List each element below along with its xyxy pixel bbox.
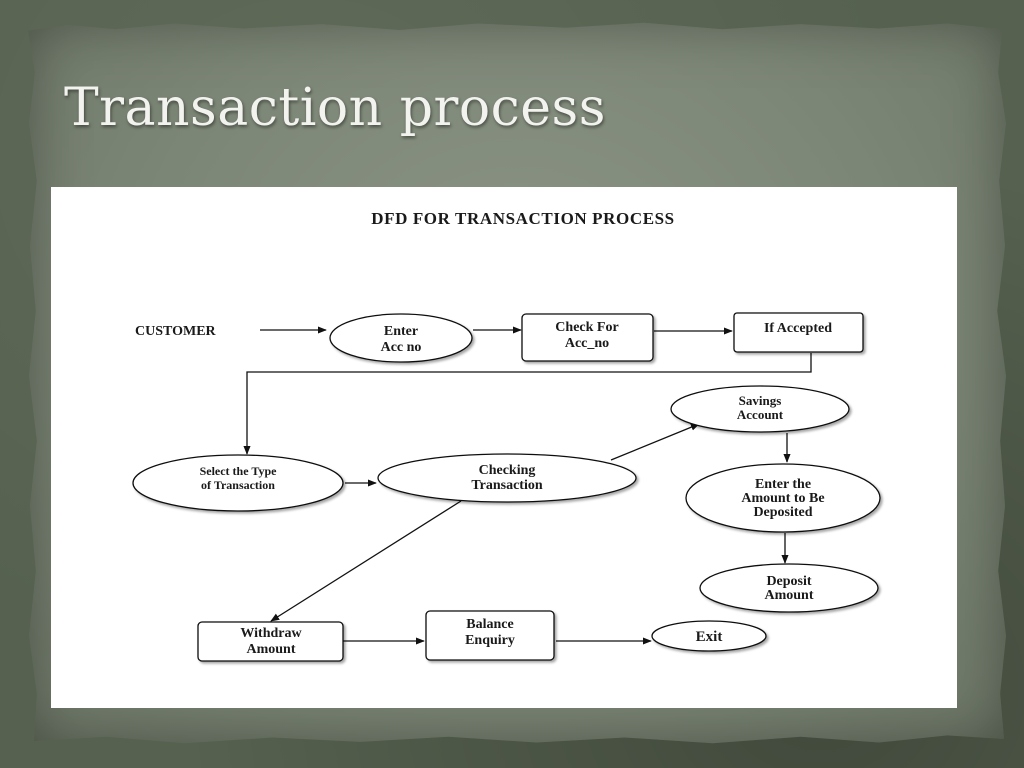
diagram-heading: DFD FOR TRANSACTION PROCESS (371, 209, 675, 228)
node-deposit-amount: Deposit Amount (699, 563, 879, 613)
node-enter-acc-line-2: Acc no (381, 340, 422, 355)
node-savings-account: Savings Account (670, 385, 850, 433)
node-enter-acc-line-1: Enter (384, 324, 418, 339)
node-check-acc-line-2: Acc_no (565, 336, 609, 351)
node-balance-line-1: Balance (466, 617, 513, 632)
arrow-accepted-to-select-type (243, 353, 812, 455)
node-balance-enquiry: Balance Enquiry (425, 610, 555, 661)
node-enter-acc: Enter Acc no (329, 313, 473, 363)
node-savings-line-2: Account (737, 407, 784, 422)
node-savings-line-1: Savings (739, 393, 782, 408)
node-if-accepted: If Accepted (733, 312, 864, 353)
dfd-connectors (243, 326, 812, 645)
node-customer: CUSTOMER (135, 324, 217, 339)
node-select-type: Select the Type of Transaction (132, 454, 344, 512)
node-balance-line-2: Enquiry (465, 633, 515, 648)
node-select-type-line-2: of Transaction (201, 478, 275, 492)
arrow-checking-to-savings (610, 423, 700, 461)
node-exit-line-1: Exit (696, 629, 723, 645)
node-check-acc: Check For Acc_no (521, 313, 654, 362)
dfd-figure: DFD FOR TRANSACTION PROCESS CUSTOMER Ent… (51, 187, 957, 708)
dfd-diagram: DFD FOR TRANSACTION PROCESS CUSTOMER Ent… (132, 209, 881, 662)
node-deposit-line-1: Deposit (766, 574, 811, 589)
node-checking-line-1: Checking (479, 463, 536, 478)
node-if-accepted-line-1: If Accepted (764, 321, 832, 336)
node-withdraw-amount: Withdraw Amount (197, 621, 344, 662)
node-checking-line-2: Transaction (471, 478, 543, 493)
slide-title: Transaction process (64, 78, 606, 138)
node-enter-amount-line-3: Deposited (753, 505, 812, 520)
node-deposit-line-2: Amount (764, 588, 813, 603)
node-enter-amount: Enter the Amount to Be Deposited (685, 463, 881, 533)
node-withdraw-line-1: Withdraw (240, 626, 302, 641)
node-select-type-line-1: Select the Type (200, 464, 278, 478)
node-checking-transaction: Checking Transaction (377, 453, 637, 503)
arrow-checking-to-withdraw (270, 500, 462, 622)
node-exit: Exit (651, 620, 767, 652)
node-withdraw-line-2: Amount (246, 642, 295, 657)
node-enter-amount-line-2: Amount to Be (741, 491, 824, 506)
node-enter-amount-line-1: Enter the (755, 477, 811, 492)
node-check-acc-line-1: Check For (555, 320, 618, 335)
